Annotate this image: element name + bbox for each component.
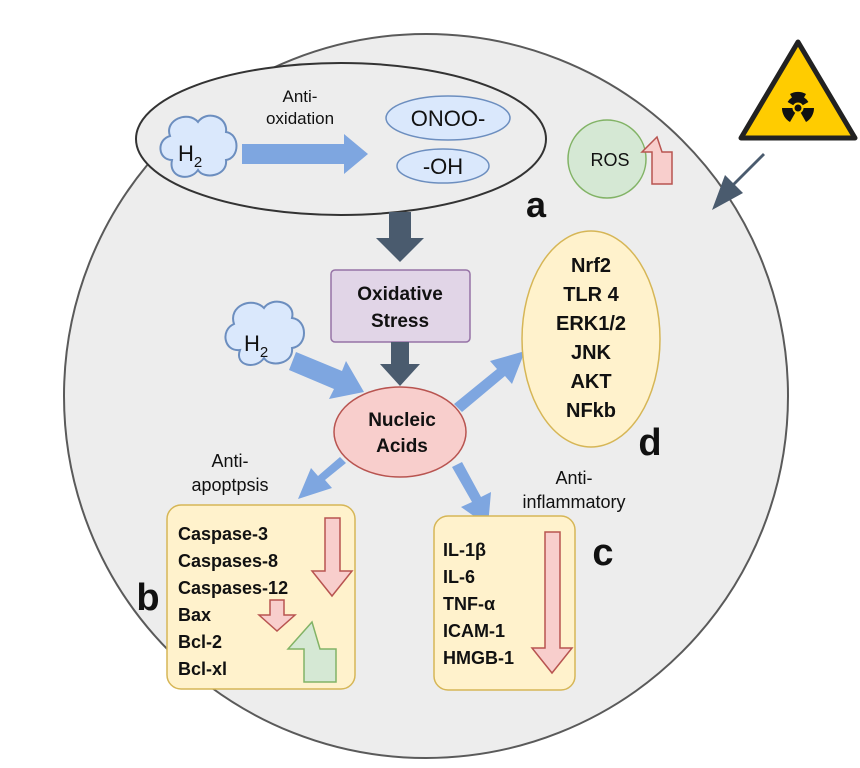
panel-b-label: b bbox=[136, 577, 159, 619]
nucleic-to-b-arrow bbox=[298, 457, 346, 499]
panel-d-list: Nrf2 TLR 4 ERK1/2 JNK AKT NFkb bbox=[556, 255, 626, 422]
oxidative-stress-label-2: Stress bbox=[371, 311, 429, 332]
anti-inflammatory-label-2: inflammatory bbox=[522, 492, 625, 512]
nucleic-to-d-arrow bbox=[454, 351, 525, 412]
panel-b-item: Bax bbox=[178, 605, 211, 625]
panel-d-label: d bbox=[638, 422, 661, 464]
panel-d-item: JNK bbox=[571, 342, 612, 364]
anti-apoptpsis-label-2: apoptpsis bbox=[191, 475, 268, 495]
nucleic-acids-label-2: Acids bbox=[376, 436, 428, 457]
panel-b-item: Caspase-3 bbox=[178, 524, 268, 544]
panel-c-box bbox=[433, 515, 576, 691]
panel-b-item: Bcl-2 bbox=[178, 632, 222, 652]
panel-c-list: IL-1β IL-6 TNF-α ICAM-1 HMGB-1 bbox=[443, 540, 514, 668]
radiation-arrow bbox=[712, 142, 765, 210]
nucleic-to-c-arrow bbox=[452, 462, 491, 526]
oh-ellipse bbox=[396, 148, 490, 184]
oh-label: -OH bbox=[423, 154, 463, 179]
hydrogen-cloud-icon bbox=[224, 300, 305, 366]
panel-b-down-arrow-small bbox=[257, 599, 297, 633]
panel-d-item: AKT bbox=[570, 371, 611, 393]
ros-label: ROS bbox=[590, 150, 629, 170]
h2-left-label: H2 bbox=[244, 331, 268, 361]
panel-d-item: Nrf2 bbox=[571, 255, 611, 277]
anti-inflammatory-label-1: Anti- bbox=[555, 468, 592, 488]
stress-to-nucleic-arrow bbox=[380, 342, 420, 386]
panel-d-item: NFkb bbox=[566, 400, 616, 422]
panel-c-label: c bbox=[592, 532, 613, 574]
anti-oxidation-label-1: Anti- bbox=[283, 87, 318, 106]
panel-c-item: TNF-α bbox=[443, 594, 495, 614]
hydrogen-cloud-icon bbox=[159, 114, 238, 178]
nucleic-acids-label-1: Nucleic bbox=[368, 410, 436, 431]
ros-circle bbox=[567, 119, 647, 199]
onoo-ellipse bbox=[385, 95, 511, 141]
panel-c-item: IL-6 bbox=[443, 567, 475, 587]
oval-to-stress-arrow bbox=[376, 212, 424, 262]
panel-b-up-arrow bbox=[286, 620, 337, 683]
anti-oxidation-arrow bbox=[242, 134, 368, 174]
oxidative-stress-label-1: Oxidative bbox=[357, 284, 443, 305]
panel-d-item: ERK1/2 bbox=[556, 313, 626, 335]
panel-c-item: ICAM-1 bbox=[443, 621, 505, 641]
panel-a-label: a bbox=[526, 184, 547, 225]
radiation-hazard-icon bbox=[738, 39, 858, 141]
panel-b-item: Caspases-12 bbox=[178, 578, 288, 598]
panel-c-down-arrow bbox=[530, 531, 574, 675]
panel-c-item: HMGB-1 bbox=[443, 648, 514, 668]
panel-b-item: Bcl-xl bbox=[178, 659, 227, 679]
panel-d-ellipse bbox=[521, 230, 661, 448]
h2-top-label: H2 bbox=[178, 141, 202, 171]
nucleic-acids-ellipse bbox=[333, 386, 467, 478]
anti-apoptpsis-label-1: Anti- bbox=[211, 451, 248, 471]
panel-b-item: Caspases-8 bbox=[178, 551, 278, 571]
anti-oxidation-label-2: oxidation bbox=[266, 109, 334, 128]
h2-to-nucleic-arrow bbox=[289, 352, 364, 399]
panel-b-down-arrow-large bbox=[310, 517, 354, 598]
onoo-label: ONOO- bbox=[411, 106, 486, 131]
ros-up-arrow bbox=[640, 135, 673, 185]
panel-d-item: TLR 4 bbox=[563, 284, 619, 306]
panel-b-list: Caspase-3 Caspases-8 Caspases-12 Bax Bcl… bbox=[178, 524, 288, 679]
panel-c-item: IL-1β bbox=[443, 540, 486, 560]
